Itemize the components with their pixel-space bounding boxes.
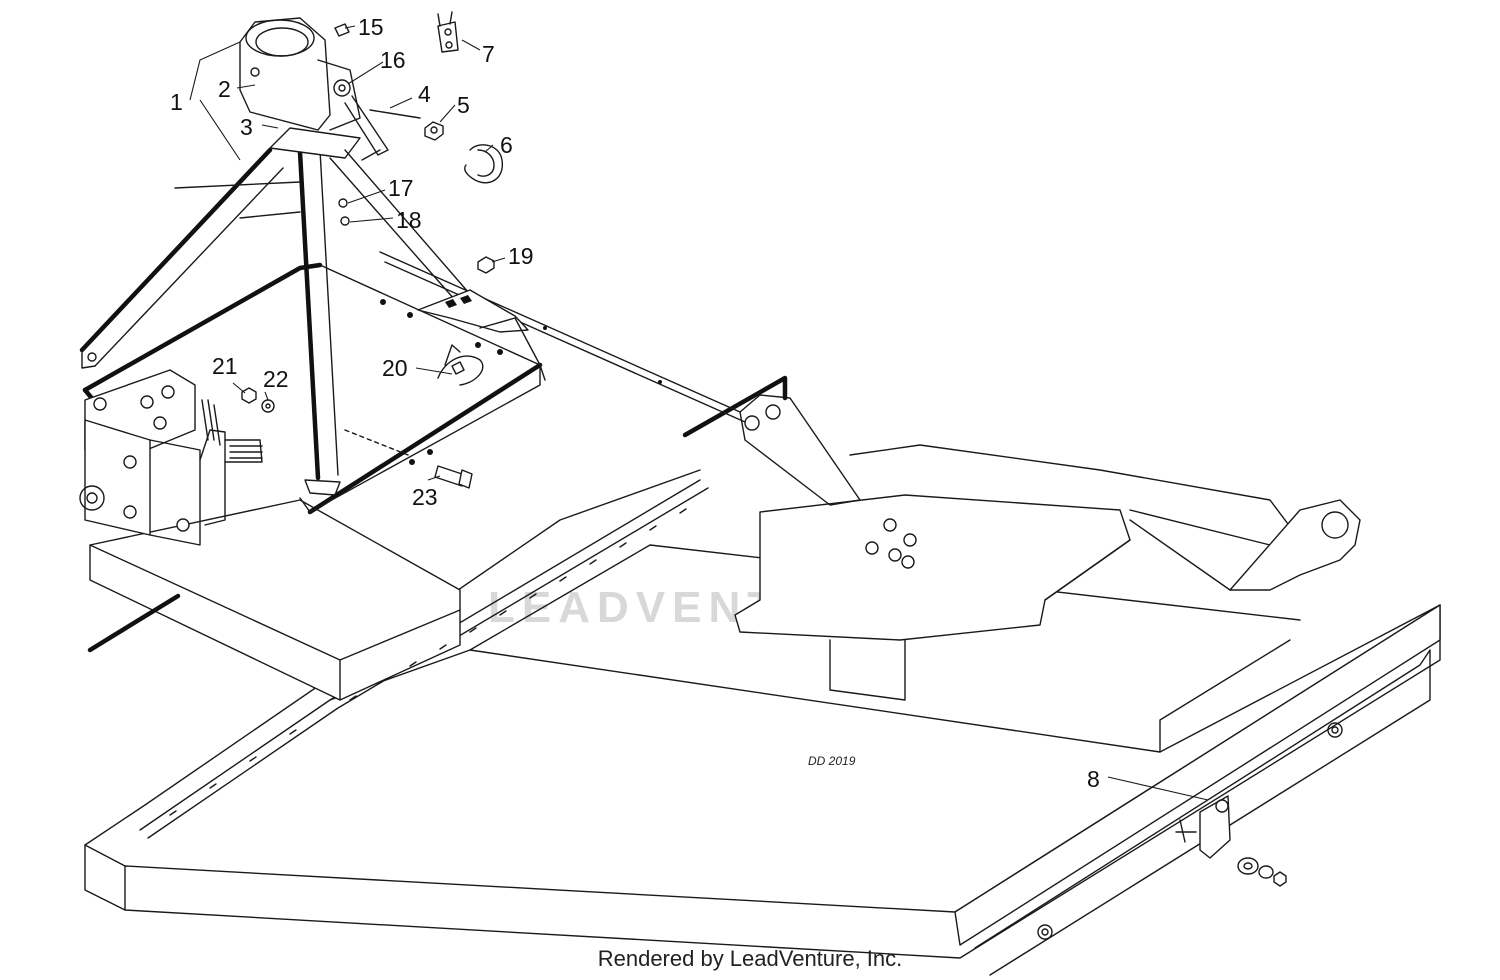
callout-17: 17	[388, 175, 414, 201]
leader-lines	[189, 25, 1209, 801]
gearbox	[79, 369, 263, 546]
mower-deck	[84, 362, 1441, 976]
callout-5: 5	[457, 92, 470, 118]
callout-7: 7	[482, 41, 495, 67]
drawing-code: DD 2019	[808, 754, 856, 768]
callout-21: 21	[212, 353, 238, 379]
callout-19: 19	[508, 243, 534, 269]
callout-labels: 1 2 3 4 5 6 7 8 15 16 17 18 19 20 21 22 …	[170, 14, 1100, 792]
callout-16: 16	[380, 47, 406, 73]
winch-assembly	[239, 17, 389, 161]
render-credit: Rendered by LeadVenture, Inc.	[597, 946, 903, 971]
callout-22: 22	[263, 366, 289, 392]
hitch-frame	[79, 127, 746, 513]
callout-4: 4	[418, 81, 431, 107]
callout-23: 23	[412, 484, 438, 510]
callout-6: 6	[500, 132, 513, 158]
callout-18: 18	[396, 207, 422, 233]
callout-1: 1	[170, 89, 183, 115]
callout-2: 2	[218, 76, 231, 102]
callout-20: 20	[382, 355, 408, 381]
callout-8: 8	[1087, 766, 1100, 792]
callout-15: 15	[358, 14, 384, 40]
callout-3: 3	[240, 114, 253, 140]
hardware	[241, 11, 1287, 887]
